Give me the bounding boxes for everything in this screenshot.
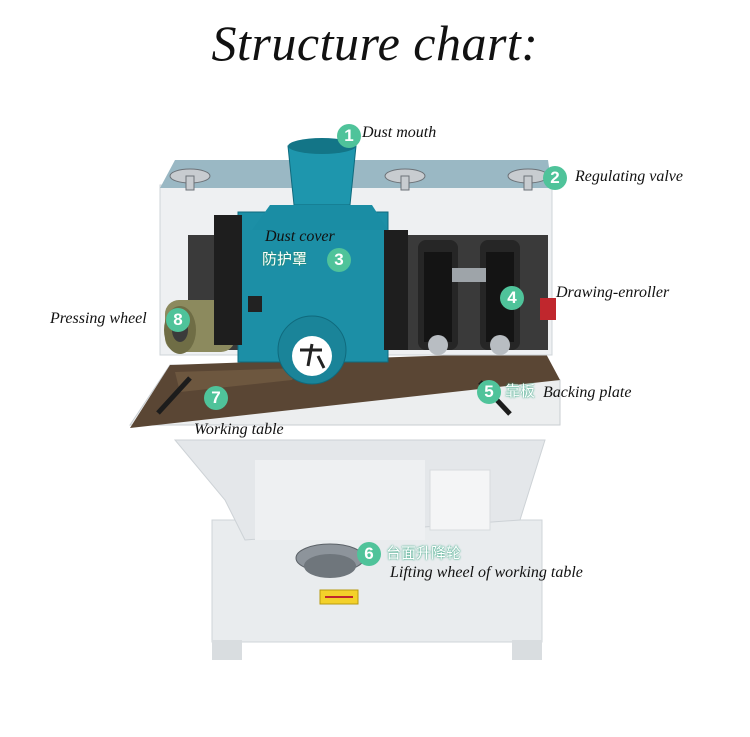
callout-6-badge: 6 <box>357 542 381 566</box>
callout-1-badge: 1 <box>337 124 361 148</box>
callout-8-badge: 8 <box>166 308 190 332</box>
callout-6-label-cn: 台面升降轮 <box>386 544 462 562</box>
chart-title: Structure chart: <box>211 15 539 71</box>
machine-column <box>173 439 546 541</box>
callout-2-label: Regulating valve <box>575 168 683 185</box>
callout-1-label: Dust mouth <box>362 124 437 141</box>
callout-5-label: Backing plate <box>543 384 632 401</box>
callout-3-label-cn: 防护罩 <box>262 250 308 268</box>
callout-4-badge: 4 <box>500 286 524 310</box>
callout-5-badge: 5 <box>477 380 501 404</box>
callout-3-badge: 3 <box>327 248 351 272</box>
base-cabinet <box>211 519 543 660</box>
handwheels <box>169 168 549 191</box>
dust-cover <box>214 211 408 385</box>
callout-8-label: Pressing wheel <box>50 310 147 327</box>
callout-7-label: Working table <box>194 421 284 438</box>
callout-7-badge: 7 <box>204 386 228 410</box>
callout-5-label-cn: 靠板 <box>505 382 536 400</box>
callout-4-label: Drawing-enroller <box>556 284 670 301</box>
working-table <box>129 352 561 428</box>
callout-3-label: Dust cover <box>265 228 335 245</box>
callout-6-label: Lifting wheel of working table <box>390 564 583 581</box>
lifting-wheel <box>295 543 365 578</box>
callout-2-badge: 2 <box>543 166 567 190</box>
